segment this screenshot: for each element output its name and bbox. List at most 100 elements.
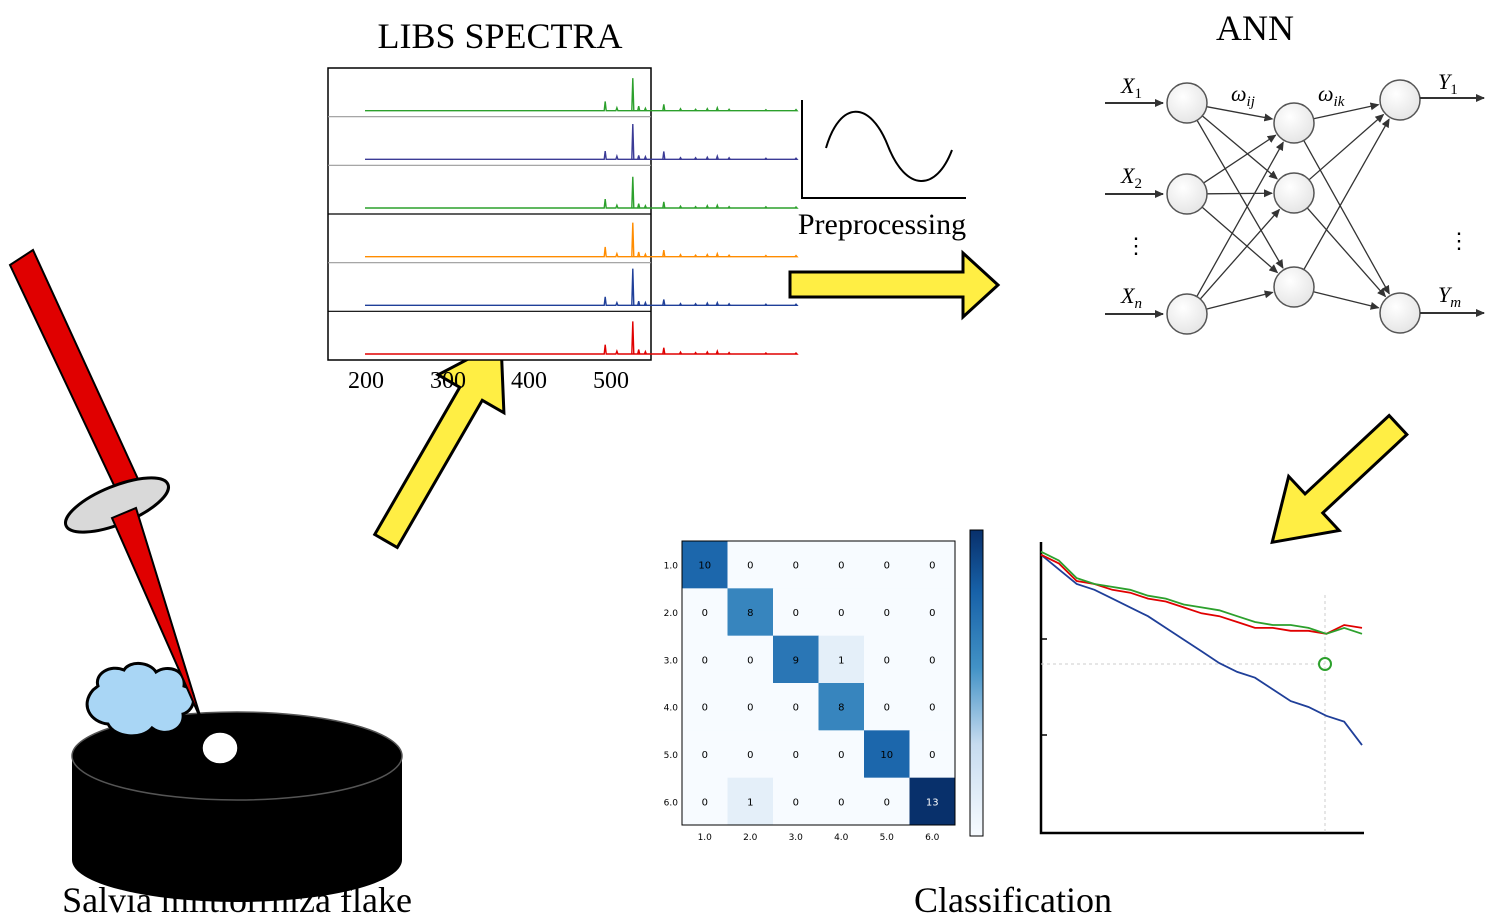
ann-labels: X1 X2 Xn Y1 Ym ωij ωik [1120,69,1461,312]
input-label-x1: X1 [1120,73,1142,102]
matrix-cell [682,635,728,684]
input-node [1166,82,1208,124]
spectra-x-ticks: 200 300 400 500 [348,368,629,394]
matrix-cell [909,777,956,826]
output-label-ym: Ym [1438,282,1461,311]
matrix-cell-value: 0 [838,608,844,619]
spectra-panels [328,78,799,355]
curve-line [1040,550,1363,635]
output-ellipsis: ⋮ [1448,228,1470,253]
curve-line [1040,554,1363,746]
ann-edge [1196,141,1284,297]
curve-series [1040,550,1363,746]
col-tick-label: 3.0 [789,833,804,843]
matrix-cell [818,541,865,589]
spectrum-line [365,123,799,160]
matrix-cell [864,541,910,589]
matrix-cell-value: 0 [793,608,799,619]
laser-spot [201,731,239,765]
ann-edge [1201,115,1278,180]
matrix-cell [727,635,774,684]
plasma-cloud [85,662,196,738]
classification-label: Classification [914,880,1112,920]
sample-disk-top [71,711,403,801]
confusion-matrix-frame [681,540,956,826]
preprocessing-axes [801,100,966,199]
matrix-cell-value: 0 [929,655,935,666]
preprocessing-label: Preprocessing [798,208,966,241]
spectrum-line [365,268,799,306]
matrix-cell [727,730,774,779]
colorbar [969,529,984,837]
matrix-cell-value: 10 [698,561,711,572]
ann-edge [1203,134,1277,184]
spectrum-line [365,78,799,112]
hidden-node [1273,172,1315,214]
ann-edge [1199,208,1281,300]
input-ellipsis: ⋮ [1125,233,1147,258]
matrix-cell-value: 0 [884,561,890,572]
matrix-cell-value: 0 [838,750,844,761]
sample-illustration [8,248,403,902]
curves-axes [1039,542,1364,835]
input-label-xn: Xn [1120,283,1142,312]
matrix-cell-value: 0 [702,608,708,619]
output-label-y1: Y1 [1438,69,1458,98]
matrix-cell [682,588,728,637]
row-tick-label: 6.0 [664,798,679,808]
spectra-tick-label: 400 [511,368,547,394]
output-node [1379,79,1421,121]
hidden-node [1273,102,1315,144]
matrix-cell-value: 0 [884,797,890,808]
laser-beam-upper [8,248,145,502]
matrix-cell [909,635,956,684]
matrix-cell [682,777,728,826]
col-tick-label: 2.0 [743,833,758,843]
row-tick-label: 3.0 [664,656,679,666]
matrix-cell-value: 0 [929,703,935,714]
ann-io-arrows [1105,94,1485,318]
output-node [1379,292,1421,334]
matrix-cell-value: 8 [838,703,844,714]
arrow-preprocessing-icon [788,249,1001,321]
matrix-cell [909,683,956,731]
row-tick-label: 5.0 [664,751,679,761]
input-node [1166,173,1208,215]
matrix-cell-value: 1 [838,655,844,666]
matrix-cell [818,683,865,731]
matrix-cell-value: 0 [747,703,753,714]
weight-label-ij: ωij [1231,81,1255,110]
ann-edge [1206,106,1274,122]
preprocessing-plot [801,100,966,199]
curve-line [1040,553,1363,635]
spectrum-line [365,222,799,258]
matrix-cell-value: 0 [747,655,753,666]
matrix-cell-value: 0 [747,561,753,572]
matrix-cell [864,683,910,731]
input-node [1166,293,1208,335]
row-tick-label: 1.0 [664,562,679,572]
matrix-cell-value: 0 [702,703,708,714]
matrix-cell [864,777,910,826]
col-tick-label: 6.0 [925,833,940,843]
hidden-node [1273,266,1315,308]
matrix-cell-value: 0 [838,561,844,572]
ann-edge [1303,140,1390,295]
matrix-cell [773,635,819,684]
ann-edge [1313,291,1380,310]
ann-connections [1196,102,1390,310]
sample-label: Salvia miltiorrhiza flake [62,880,412,920]
best-epoch-marker [1318,657,1332,671]
arrow-ann-to-classification-icon [1270,413,1409,545]
matrix-cell [909,730,956,779]
matrix-cell [682,683,728,731]
matrix-cell-value: 0 [793,561,799,572]
matrix-cell [909,588,956,637]
col-tick-label: 1.0 [698,833,713,843]
col-tick-label: 5.0 [880,833,895,843]
matrix-cell-value: 0 [793,797,799,808]
matrix-cell-value: 13 [926,797,939,808]
ann-nodes [1166,79,1421,335]
